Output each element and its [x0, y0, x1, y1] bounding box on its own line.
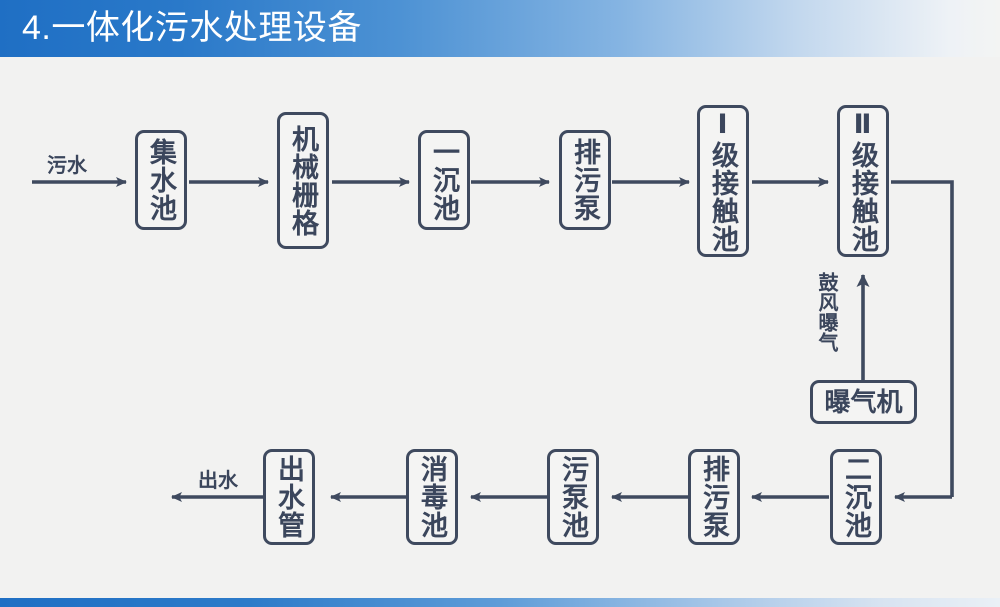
page-title: 4.一体化污水处理设备: [22, 9, 362, 47]
node-primary-settler[interactable]: 一沉池: [418, 130, 470, 230]
label-outlet: 出水: [198, 470, 238, 492]
node-outlet-pipe[interactable]: 出水管: [263, 449, 315, 545]
process-flow-diagram: 集水池 机械栅格 一沉池 排污泵 Ⅰ级接触池 Ⅱ级接触池 鼓风曝气 曝气机 出水…: [0, 57, 1000, 598]
node-sludge-pump-tank[interactable]: 污泵池: [547, 449, 599, 545]
connector-contact2-to-secondary-down: [891, 180, 954, 497]
node-contact-tank-2[interactable]: Ⅱ级接触池: [837, 105, 889, 257]
node-secondary-settler[interactable]: 二沉池: [830, 449, 882, 545]
node-sewage-pump[interactable]: 排污泵: [559, 130, 611, 230]
label-aeration: 鼓风曝气: [815, 272, 837, 352]
node-mechanical-grille[interactable]: 机械栅格: [277, 112, 329, 249]
node-disinfection-tank[interactable]: 消毒池: [406, 449, 458, 545]
node-sewage-pump-2[interactable]: 排污泵: [688, 449, 740, 545]
label-inlet: 污水: [47, 155, 87, 177]
node-collect-tank[interactable]: 集水池: [135, 130, 187, 230]
node-contact-tank-1[interactable]: Ⅰ级接触池: [697, 105, 749, 257]
slide-header-bar: 4.一体化污水处理设备: [0, 0, 1000, 57]
flow-connectors: [32, 177, 954, 502]
node-aerator[interactable]: 曝气机: [810, 380, 917, 424]
slide-footer-bar: [0, 598, 1000, 607]
